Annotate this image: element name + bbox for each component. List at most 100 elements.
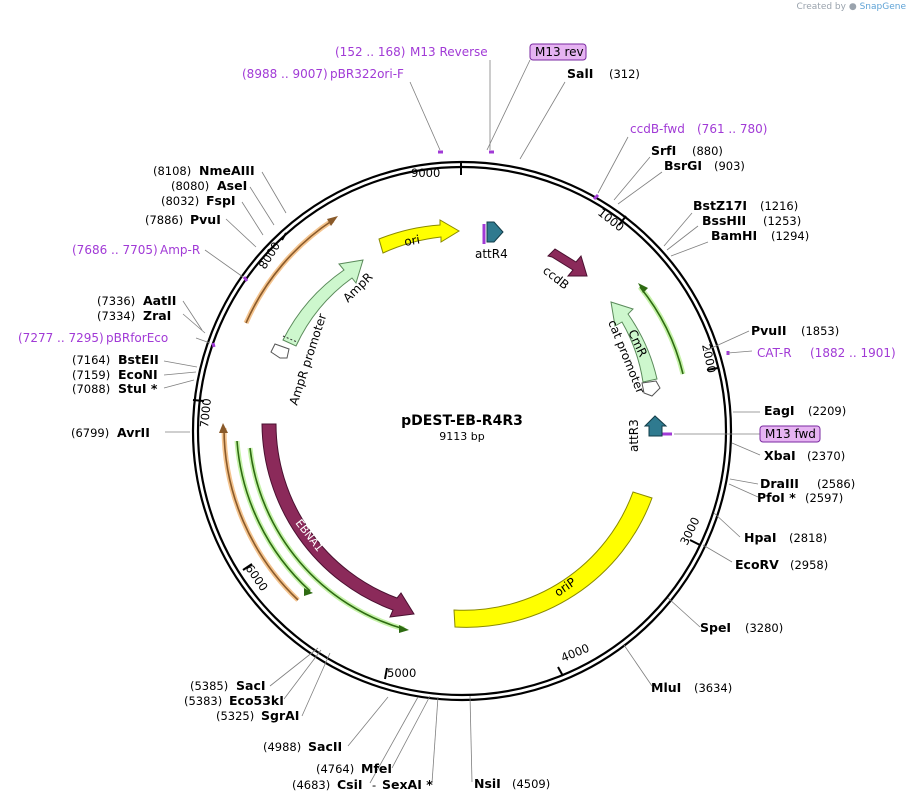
enzyme-SalI-pos: (312) (609, 67, 640, 81)
enzyme-SrfI-pos: (880) (692, 144, 723, 158)
enzyme-SacI-name: SacI (236, 678, 266, 693)
enzyme-EcoNI-name: EcoNI (118, 367, 158, 382)
enzyme-SpeI-name: SpeI (700, 620, 731, 635)
label-ori: ori (403, 232, 421, 248)
enzyme-BssHII-pos: (1253) (763, 214, 801, 228)
primer-ccdb-fwd-range: (761 .. 780) (697, 122, 767, 136)
label-ccdB: ccdB (540, 263, 572, 292)
tick-label: 9000 (411, 166, 440, 180)
enzyme-FspI-name: FspI (206, 193, 236, 208)
enzyme-AatII-pos: (7336) (97, 294, 135, 308)
enzyme-EcoRV-name: EcoRV (735, 557, 779, 572)
leader-lines (163, 59, 761, 784)
tick-label: 4000 (559, 641, 591, 665)
enzyme-BsrGI-name: BsrGI (664, 158, 702, 173)
enzyme-EcoNI-pos: (7159) (72, 368, 110, 382)
tick-5000: 5000 (384, 666, 416, 680)
tick-9000: 9000 (411, 163, 462, 180)
enzyme-BsrGI-pos: (903) (714, 159, 745, 173)
enzyme-EagI-name: EagI (764, 403, 795, 418)
enzyme-BstEII-name: BstEII (118, 352, 159, 367)
tick-label: 7000 (197, 398, 214, 429)
plasmid-length: 9113 bp (439, 430, 484, 443)
tick-7000: 7000 (192, 398, 214, 429)
primer-amp-r-range: (7686 .. 7705) (72, 243, 158, 257)
primer-cat-r-range: (1882 .. 1901) (810, 346, 896, 360)
enzyme-BstEII-pos: (7164) (72, 353, 110, 367)
credit-brand: SnapGene (859, 2, 906, 12)
enzyme-SalI-name: SalI (567, 66, 593, 81)
boxed-primer-m13-rev: M13 rev (529, 43, 587, 61)
enzyme-HpaI-pos: (2818) (789, 531, 827, 545)
enzyme-CsiI-pos: (4683) (292, 778, 330, 792)
boxed-primer-m13-fwd: M13 fwd (759, 425, 821, 443)
enzyme-NsiI-name: NsiI (474, 776, 501, 791)
enzyme-StuI-name: StuI * (118, 381, 158, 396)
enzyme-csi-dash: - (372, 778, 376, 792)
enzyme-SacI-pos: (5385) (190, 679, 228, 693)
enzyme-ZraI-pos: (7334) (97, 309, 135, 323)
enzyme-BstZ17I-pos: (1216) (760, 199, 798, 213)
enzyme-SexAI-name: SexAI * (382, 777, 433, 792)
snapgene-credit: Created by ● SnapGene (796, 2, 906, 12)
enzyme-CsiI-name: CsiI (337, 777, 363, 792)
backbone-outer (191, 160, 733, 702)
enzyme-SgrAI-pos: (5325) (216, 709, 254, 723)
label-m13-fwd: M13 fwd (765, 427, 816, 441)
enzyme-DraIII-pos: (2586) (817, 477, 855, 491)
enzyme-AvrII-name: AvrII (117, 425, 150, 440)
enzyme-SgrAI-name: SgrAI (261, 708, 299, 723)
enzyme-NsiI-pos: (4509) (512, 777, 550, 791)
enzyme-NmeAIII-pos: (8108) (153, 164, 191, 178)
primer-amp-r-name: Amp-R (160, 243, 200, 257)
primer-m13-reverse-range: (152 .. 168) (335, 45, 405, 59)
orange-arc-top-head (327, 216, 338, 226)
enzyme-NmeAIII-name: NmeAIII (199, 163, 255, 178)
enzyme-EcoRV-pos: (2958) (790, 558, 828, 572)
snapgene-logo-icon: ● (848, 2, 857, 12)
enzyme-SrfI-name: SrfI (651, 143, 676, 158)
enzyme-HpaI-name: HpaI (744, 530, 777, 545)
enzyme-PfoI-pos: (2597) (805, 491, 843, 505)
enzyme-PvuII-name: PvuII (751, 323, 787, 338)
enzyme-Eco53kI-pos: (5383) (184, 694, 222, 708)
enzyme-PvuII-pos: (1853) (801, 324, 839, 338)
label-m13-rev: M13 rev (535, 45, 584, 59)
enzyme-BamHI-name: BamHI (711, 228, 757, 243)
enzyme-AatII-name: AatII (143, 293, 176, 308)
enzyme-PfoI-name: PfoI * (757, 490, 796, 505)
enzyme-ZraI-name: ZraI (143, 308, 171, 323)
enzyme-XbaI-pos: (2370) (807, 449, 845, 463)
enzyme-BstZ17I-name: BstZ17I (693, 198, 747, 213)
enzyme-DraIII-name: DraIII (760, 476, 799, 491)
enzyme-AseI-name: AseI (217, 178, 247, 193)
enzyme-SacII-pos: (4988) (263, 740, 301, 754)
tick-label: 3000 (677, 515, 702, 547)
enzyme-XbaI-name: XbaI (764, 448, 796, 463)
enzyme-MluI-pos: (3634) (694, 681, 732, 695)
feature-attR4: attR4 (475, 221, 508, 261)
enzyme-BamHI-pos: (1294) (771, 229, 809, 243)
enzyme-StuI-pos: (7088) (72, 382, 110, 396)
enzyme-Eco53kI-name: Eco53kI (229, 693, 284, 708)
primer-pbr322ori-name: pBR322ori-F (330, 67, 404, 81)
enzyme-PvuI-pos: (7886) (145, 213, 183, 227)
tick-2000: 2000 (699, 343, 719, 375)
tick-label: 5000 (387, 666, 416, 680)
enzyme-MluI-name: MluI (651, 680, 681, 695)
tick-label: 2000 (699, 343, 719, 375)
feature-ori: ori (378, 219, 460, 254)
enzyme-EagI-pos: (2209) (808, 404, 846, 418)
enzyme-MfeI-name: MfeI (361, 761, 392, 776)
enzyme-PvuI-name: PvuI (190, 212, 221, 227)
feature-AmpR: AmpR (282, 259, 375, 347)
enzyme-SacII-name: SacII (308, 739, 342, 754)
feature-ccdB: ccdB (540, 248, 588, 292)
enzyme-AvrII-pos: (6799) (71, 426, 109, 440)
feature-oriP: oriP (453, 491, 653, 628)
enzyme-MfeI-pos: (4764) (316, 762, 354, 776)
primer-pbr322ori-range: (8988 .. 9007) (242, 67, 328, 81)
tick-1000: 1000 (595, 205, 627, 234)
primer-pbrforeco-name: pBRforEco (106, 331, 168, 345)
